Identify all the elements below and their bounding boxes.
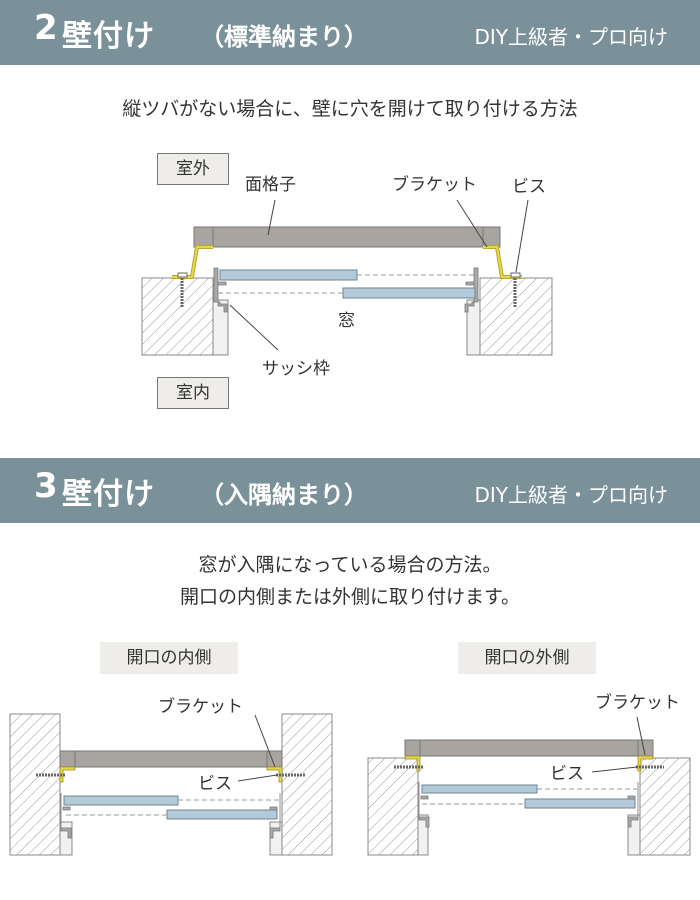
outside-opening-diagram: ブラケット ビス (367, 692, 691, 856)
bracket-label: ブラケット (392, 174, 477, 195)
wall-right (479, 277, 553, 356)
grille (193, 226, 501, 248)
section-3-header: 3 壁付け （入隅納まり） DIY上級者・プロ向け (0, 458, 700, 523)
screw-label: ビス (512, 177, 546, 197)
section-number: 2 (34, 8, 58, 48)
sash-frame-label: サッシ枠 (262, 359, 330, 379)
section-subtitle: （入隅納まり） (200, 481, 368, 509)
section-3-description-line1: 窓が入隅になっている場合の方法。 (198, 554, 502, 576)
glass-upper (219, 269, 358, 281)
section-title: 壁付け (62, 477, 155, 512)
wall-right-finish (466, 299, 481, 356)
section-title: 壁付け (62, 19, 155, 54)
standard-mount-diagram: 面格子 ブラケット ビス 窓 サッシ枠 (141, 174, 553, 379)
wall-left (9, 713, 61, 856)
window-label: 窓 (338, 311, 355, 331)
wall-left (141, 277, 214, 356)
screw-label: ビス (198, 774, 232, 794)
glass-lower (166, 809, 278, 820)
grille (59, 750, 283, 768)
bracket-left (59, 766, 76, 783)
glass-upper (63, 795, 179, 806)
inside-opening-diagram: ブラケット ビス (9, 696, 333, 856)
outside-label: 室外 (157, 153, 229, 185)
screw-icon (510, 272, 521, 307)
screw-label: ビス (550, 764, 584, 784)
screw-icon (177, 272, 188, 307)
section-2-header: 2 壁付け （標準納まり） DIY上級者・プロ向け (0, 0, 700, 65)
glass-lower (342, 287, 476, 299)
outside-opening-title: 開口の外側 (458, 642, 596, 674)
wall-left-finish (212, 299, 229, 356)
bracket-label: ブラケット (158, 696, 243, 717)
section-number: 3 (34, 466, 58, 506)
wall-left (367, 757, 419, 856)
grille-label: 面格子 (245, 175, 296, 195)
bracket-right (637, 755, 654, 772)
section-2-description: 縦ツバがない場合に、壁に穴を開けて取り付ける方法 (122, 98, 578, 120)
skill-level: DIY上級者・プロ向け (474, 25, 668, 49)
section-3-description-line2: 開口の内側または外側に取り付けます。 (179, 586, 521, 608)
wall-right (639, 757, 691, 856)
inside-opening-title: 開口の内側 (100, 642, 238, 674)
section-subtitle: （標準納まり） (200, 23, 368, 51)
bracket-label: ブラケット (595, 692, 680, 713)
grille (404, 739, 654, 757)
wall-right (281, 713, 333, 856)
bracket-left (404, 755, 421, 772)
skill-level: DIY上級者・プロ向け (474, 483, 668, 507)
inside-label: 室内 (157, 377, 229, 409)
glass-lower (524, 798, 636, 809)
glass-upper (421, 784, 538, 794)
